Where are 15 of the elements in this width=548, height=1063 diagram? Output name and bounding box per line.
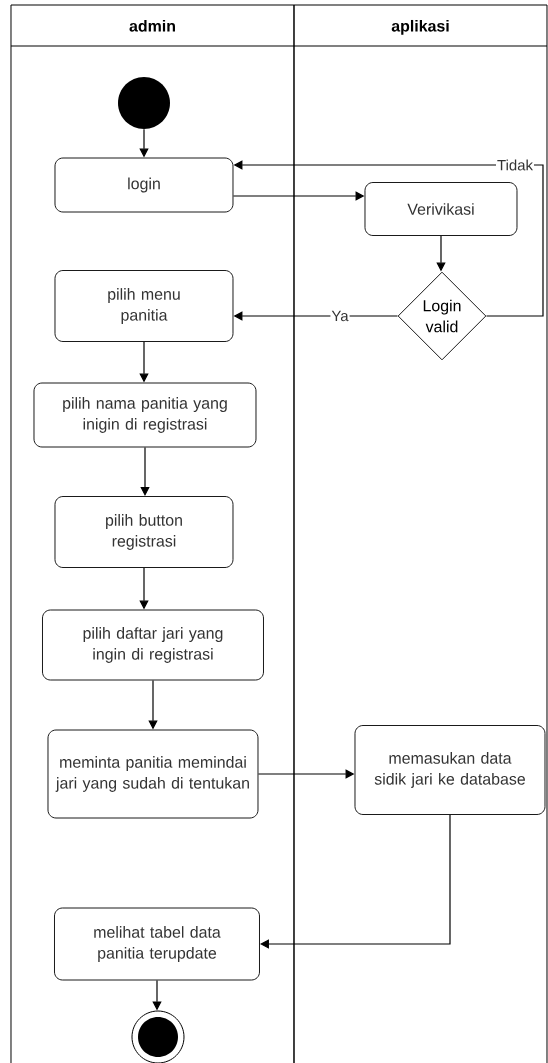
arrow: [260, 814, 451, 949]
activity-box: login: [54, 157, 234, 213]
activity-box: melihat tabel data panitia terupdate: [54, 907, 260, 981]
activity-box: pilih button registrasi: [54, 496, 234, 568]
edge-label: Tidak: [497, 159, 533, 171]
activity-box: memasukan data sidik jari ke database: [354, 725, 546, 815]
end-node: [131, 1010, 185, 1063]
arrow: [140, 446, 150, 496]
activity-box: Verivikasi: [364, 182, 518, 236]
activity-box: pilih menu panitia: [54, 270, 234, 342]
activity-box: meminta panitia memindai jari yang sudah di tentukan: [47, 729, 259, 819]
start-node: [118, 77, 170, 129]
edge-label: Ya: [331, 310, 349, 322]
activity-box: pilih nama panitia yang inigin di registrasi: [33, 382, 257, 448]
activity-box: pilih daftar jari yang ingin di registrasi: [42, 609, 264, 681]
